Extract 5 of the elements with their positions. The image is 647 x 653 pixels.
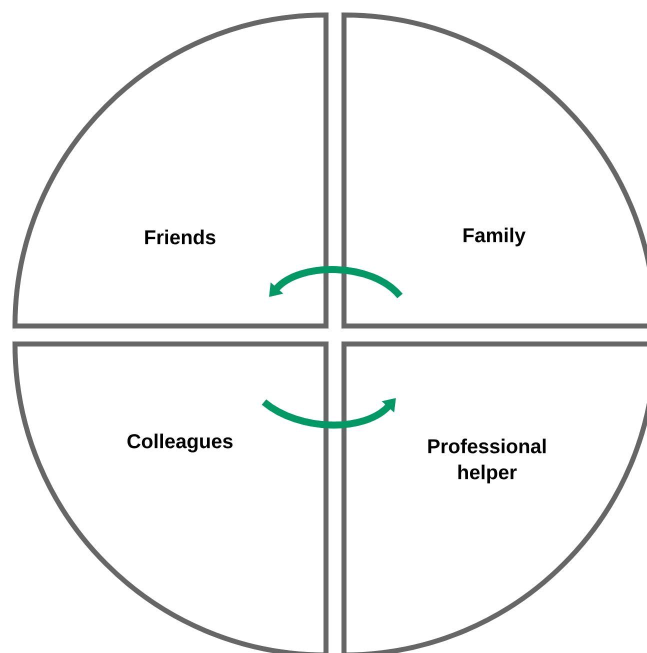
quadrant: Professional helper: [342, 342, 647, 653]
quadrant: Colleagues: [12, 342, 328, 653]
quadrant: Friends: [12, 12, 328, 328]
curved-arrow: [269, 266, 402, 298]
quadrant: Family: [342, 12, 647, 328]
